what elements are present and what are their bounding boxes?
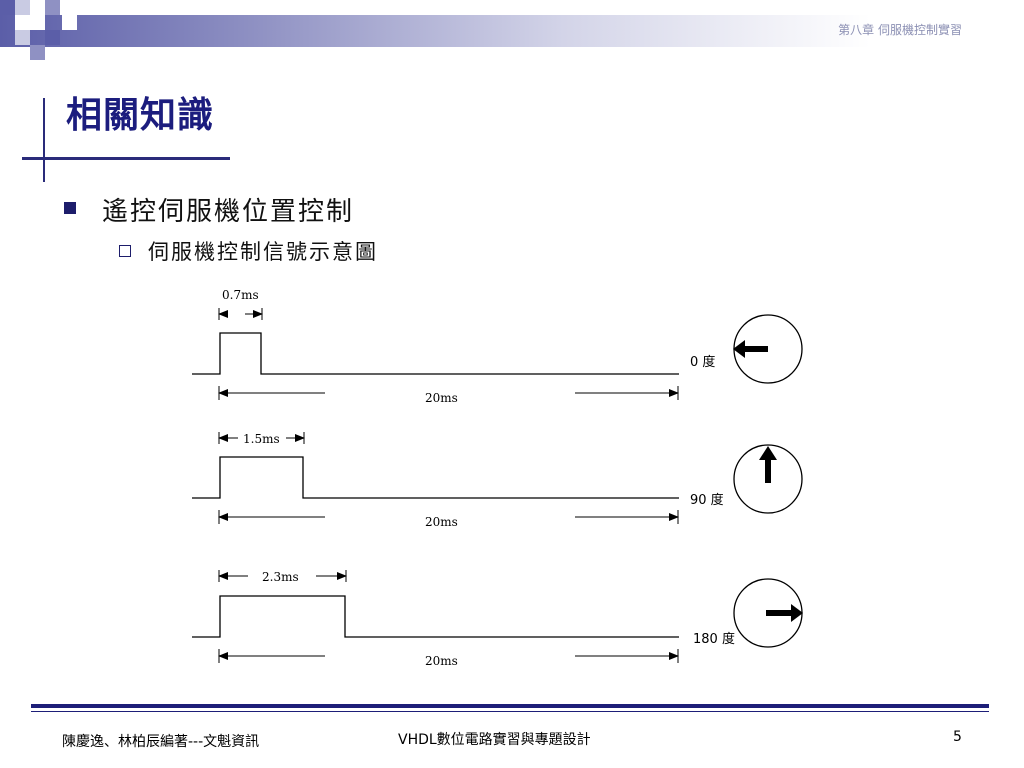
hollow-square-bullet-icon xyxy=(119,245,131,257)
bullet-level1: 遙控伺服機位置控制 xyxy=(102,197,355,227)
footer-book-title: VHDL數位電路實習與專題設計 xyxy=(398,732,591,748)
angle-label: 180 度 xyxy=(693,631,735,647)
left-arrow-icon xyxy=(733,340,768,358)
right-arrow-icon xyxy=(766,604,803,622)
footer-thin-line xyxy=(31,711,989,712)
chapter-header: 第八章 伺服機控制實習 xyxy=(838,23,962,37)
pulse-waveform xyxy=(192,595,679,638)
bullet-level2: 伺服機控制信號示意圖 xyxy=(148,240,378,264)
title-underline xyxy=(22,157,230,160)
filled-square-bullet-icon xyxy=(64,202,76,214)
slide-title: 相關知識 xyxy=(66,94,215,136)
period-label: 20ms xyxy=(425,515,458,529)
period-label: 20ms xyxy=(425,391,458,405)
pulse-width-label: 0.7ms xyxy=(222,288,259,302)
pulse-waveform xyxy=(192,332,679,375)
signal-0deg: 0.7ms 20ms 0 度 xyxy=(192,288,803,405)
signal-90deg: 1.5ms 20ms 90 度 xyxy=(192,432,803,529)
period-label: 20ms xyxy=(425,654,458,668)
pulse-waveform xyxy=(192,456,679,499)
angle-label: 90 度 xyxy=(690,492,724,508)
page-number: 5 xyxy=(953,729,962,745)
title-vertical-line xyxy=(43,98,45,182)
pulse-width-label: 2.3ms xyxy=(262,570,299,584)
signal-180deg: 2.3ms 20ms 180 度 xyxy=(192,570,803,668)
pulse-width-label: 1.5ms xyxy=(243,432,280,446)
footer-authors: 陳慶逸、林柏辰編著---文魁資訊 xyxy=(62,734,260,750)
angle-label: 0 度 xyxy=(690,354,715,370)
up-arrow-icon xyxy=(759,446,777,483)
footer-thick-line xyxy=(31,704,989,708)
header-gradient-bar xyxy=(0,15,1024,47)
